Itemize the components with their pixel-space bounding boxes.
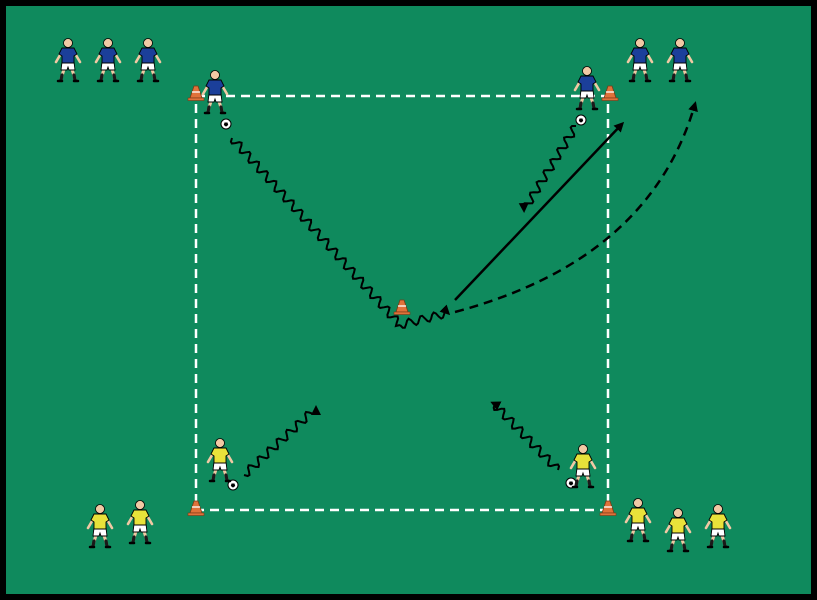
cones-layer xyxy=(187,85,619,516)
soccer-player-icon xyxy=(94,38,122,83)
soccer-player-icon xyxy=(134,38,162,83)
dribble-path-bottom-right xyxy=(490,401,561,471)
soccer-player-icon xyxy=(666,38,694,83)
dribble-path-top-right xyxy=(518,125,576,213)
drill-square-boundary xyxy=(194,94,610,512)
soccer-player-icon xyxy=(664,508,692,553)
soccer-ball-icon xyxy=(220,118,232,130)
dribble-path-center xyxy=(229,137,401,328)
soccer-player-icon xyxy=(86,504,114,549)
soccer-player-icon xyxy=(201,70,229,115)
training-cone-icon xyxy=(599,500,617,516)
dribble-path-bottom-left xyxy=(243,405,321,478)
training-cone-icon xyxy=(187,500,205,516)
players-layer xyxy=(54,38,732,553)
training-cone-icon xyxy=(393,299,411,315)
soccer-player-icon xyxy=(624,498,652,543)
soccer-player-icon xyxy=(626,38,654,83)
balls-layer xyxy=(220,114,587,491)
run-arrow-dashed xyxy=(454,101,698,314)
dribble-path-center-exit xyxy=(399,304,451,329)
soccer-ball-icon xyxy=(575,114,587,126)
training-cone-icon xyxy=(187,85,205,101)
pitch-area xyxy=(6,6,811,594)
training-cone-icon xyxy=(601,85,619,101)
soccer-player-icon xyxy=(569,444,597,489)
soccer-player-icon xyxy=(126,500,154,545)
soccer-ball-icon xyxy=(227,479,239,491)
soccer-player-icon xyxy=(573,66,601,111)
soccer-ball-icon xyxy=(565,477,577,489)
soccer-player-icon xyxy=(206,438,234,483)
pass-arrow xyxy=(454,121,625,301)
soccer-player-icon xyxy=(704,504,732,549)
soccer-player-icon xyxy=(54,38,82,83)
